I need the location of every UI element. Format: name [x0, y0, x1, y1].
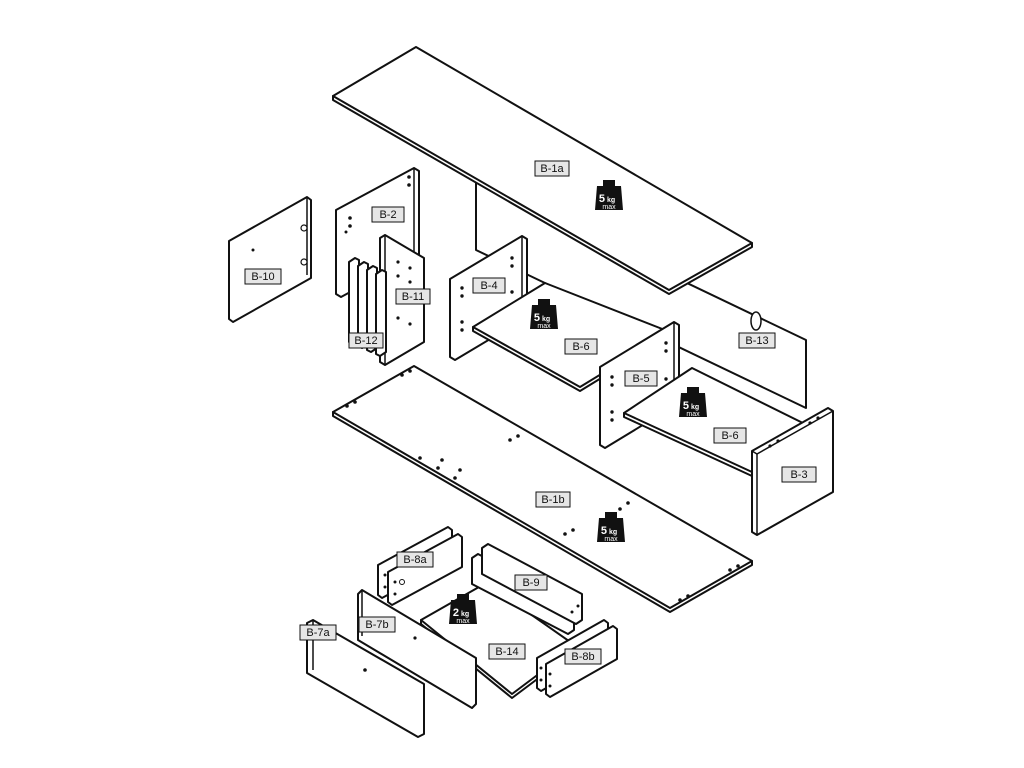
- svg-text:5: 5: [599, 193, 605, 205]
- weight-badge-top-shelf: 5 kg max: [595, 180, 623, 211]
- svg-text:5: 5: [534, 312, 540, 324]
- svg-text:B-6: B-6: [572, 341, 589, 353]
- label-b11: B-11: [395, 288, 431, 305]
- svg-text:B-10: B-10: [251, 271, 274, 283]
- weight-badge-shelf-left: 5 kg max: [530, 299, 558, 330]
- svg-text:kg: kg: [609, 529, 617, 536]
- label-b2: B-2: [371, 206, 405, 223]
- label-b4: B-4: [472, 277, 506, 294]
- label-b5: B-5: [624, 370, 658, 387]
- svg-text:B-5: B-5: [632, 373, 649, 385]
- label-b6-left: B-6: [564, 338, 598, 355]
- label-b13: B-13: [738, 332, 776, 349]
- label-b7a: B-7a: [299, 624, 337, 641]
- label-b1b: B-1b: [535, 491, 571, 508]
- svg-text:B-1a: B-1a: [540, 163, 564, 175]
- svg-text:B-7a: B-7a: [306, 627, 330, 639]
- panel-b1b: [332, 365, 753, 613]
- svg-text:max: max: [686, 411, 700, 418]
- label-b3: B-3: [781, 466, 817, 483]
- svg-text:B-8b: B-8b: [571, 651, 594, 663]
- svg-text:5: 5: [601, 525, 607, 537]
- svg-text:2: 2: [453, 607, 459, 619]
- svg-text:max: max: [602, 204, 616, 211]
- svg-text:B-9: B-9: [522, 577, 539, 589]
- svg-text:B-3: B-3: [790, 469, 807, 481]
- label-b12: B-12: [348, 332, 384, 349]
- label-b1a: B-1a: [534, 160, 570, 177]
- label-b8a: B-8a: [396, 551, 434, 568]
- panel-b13: [475, 181, 807, 409]
- label-b6-right: B-6: [713, 427, 747, 444]
- weight-badge-bottom-panel: 5 kg max: [597, 512, 625, 543]
- svg-text:B-2: B-2: [379, 209, 396, 221]
- label-b7b: B-7b: [358, 616, 396, 633]
- svg-text:B-7b: B-7b: [365, 619, 388, 631]
- svg-text:kg: kg: [542, 316, 550, 323]
- svg-text:B-13: B-13: [745, 335, 768, 347]
- svg-text:kg: kg: [461, 611, 469, 618]
- svg-text:B-12: B-12: [354, 335, 377, 347]
- svg-text:B-8a: B-8a: [403, 554, 427, 566]
- label-b14: B-14: [488, 643, 526, 660]
- panel-b10: [228, 196, 312, 323]
- label-b9: B-9: [514, 574, 548, 591]
- label-b8b: B-8b: [564, 648, 602, 665]
- svg-text:kg: kg: [691, 404, 699, 411]
- svg-text:B-11: B-11: [402, 291, 424, 303]
- svg-text:B-1b: B-1b: [541, 494, 564, 506]
- svg-text:kg: kg: [607, 197, 615, 204]
- svg-text:max: max: [537, 323, 551, 330]
- svg-text:B-4: B-4: [480, 280, 497, 292]
- svg-text:B-14: B-14: [495, 646, 518, 658]
- weight-badge-shelf-right: 5 kg max: [679, 387, 707, 418]
- svg-text:max: max: [604, 536, 618, 543]
- label-b10: B-10: [244, 268, 282, 285]
- svg-text:B-6: B-6: [721, 430, 738, 442]
- weight-badge-drawer: 2 kg max: [449, 594, 477, 625]
- svg-text:max: max: [456, 618, 470, 625]
- svg-text:5: 5: [683, 400, 689, 412]
